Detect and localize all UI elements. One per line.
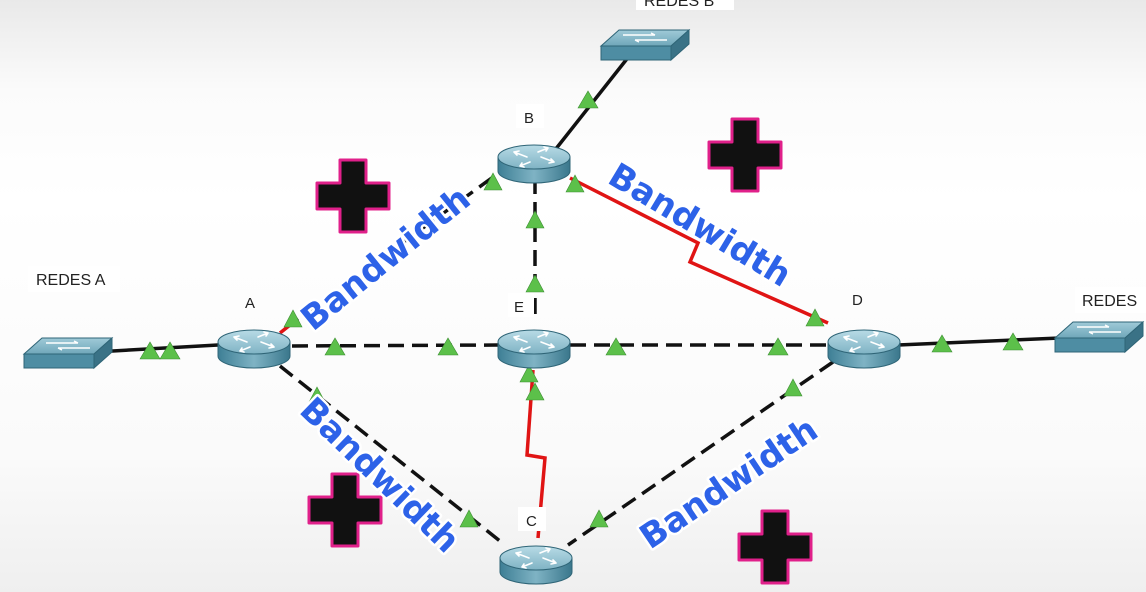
network-switch-redes-c[interactable] bbox=[1054, 321, 1144, 353]
network-label-redes-b: REDES B bbox=[644, 0, 714, 10]
link-A-E bbox=[291, 343, 499, 348]
link-redesA-A bbox=[94, 343, 219, 354]
links-layer bbox=[94, 53, 1061, 547]
status-triangle bbox=[324, 337, 346, 356]
status-triangle bbox=[783, 378, 803, 397]
status-triangle bbox=[139, 341, 161, 360]
router-label-B: B bbox=[524, 110, 534, 127]
status-triangle bbox=[283, 309, 303, 328]
router-label-E: E bbox=[514, 299, 524, 316]
router-D[interactable] bbox=[827, 329, 901, 369]
status-triangle bbox=[159, 341, 181, 360]
label-bg-redes-a bbox=[28, 266, 120, 292]
router-C[interactable] bbox=[499, 545, 573, 585]
plus-symbol bbox=[737, 509, 813, 585]
router-E[interactable] bbox=[497, 329, 571, 369]
link-B-D-serial bbox=[569, 176, 829, 325]
status-triangle bbox=[565, 174, 585, 193]
status-triangle bbox=[605, 337, 627, 356]
network-switch-redes-a[interactable] bbox=[23, 337, 113, 369]
status-triangle bbox=[1002, 332, 1024, 351]
plus-markers bbox=[307, 117, 813, 585]
plus-symbol bbox=[707, 117, 783, 193]
link-D-redesC bbox=[897, 336, 1061, 347]
status-triangle bbox=[525, 382, 545, 401]
link-status-indicators bbox=[139, 90, 1024, 528]
label-bg-B bbox=[516, 104, 544, 128]
network-switch-redes-b[interactable] bbox=[600, 29, 690, 61]
label-bg-redes-b bbox=[636, 0, 734, 10]
plus-marker-1 bbox=[315, 158, 391, 234]
network-label-redes-a: REDES A bbox=[36, 272, 106, 289]
label-bg-E bbox=[508, 293, 534, 317]
network-label-redes-c: REDES bbox=[1082, 293, 1137, 310]
status-triangle bbox=[459, 509, 479, 528]
status-triangle bbox=[525, 274, 545, 293]
router-A[interactable] bbox=[217, 329, 291, 369]
router-label-D: D bbox=[852, 292, 863, 309]
plus-symbol bbox=[307, 472, 383, 548]
plus-marker-2 bbox=[707, 117, 783, 193]
status-triangle bbox=[525, 210, 545, 229]
status-triangle bbox=[805, 308, 825, 327]
status-triangle bbox=[589, 509, 609, 528]
status-triangle bbox=[483, 172, 503, 191]
bandwidth-annotation-A-C: Bandwidth bbox=[292, 390, 467, 561]
status-triangle bbox=[437, 337, 459, 356]
status-triangle bbox=[307, 386, 327, 405]
status-triangle bbox=[577, 90, 599, 109]
status-triangle bbox=[519, 364, 539, 383]
plus-marker-3 bbox=[307, 472, 383, 548]
router-label-A: A bbox=[245, 295, 255, 312]
link-E-C-serial bbox=[525, 369, 547, 539]
router-B[interactable] bbox=[497, 144, 571, 184]
plus-symbol bbox=[315, 158, 391, 234]
link-A-B bbox=[283, 170, 502, 330]
plus-marker-4 bbox=[737, 509, 813, 585]
status-triangle bbox=[767, 337, 789, 356]
router-label-C: C bbox=[526, 513, 537, 530]
bandwidth-annotation-B-D: Bandwidth bbox=[601, 155, 798, 295]
label-bg-C bbox=[518, 507, 546, 531]
label-bg-redes-c bbox=[1075, 287, 1146, 313]
status-triangle bbox=[931, 334, 953, 353]
